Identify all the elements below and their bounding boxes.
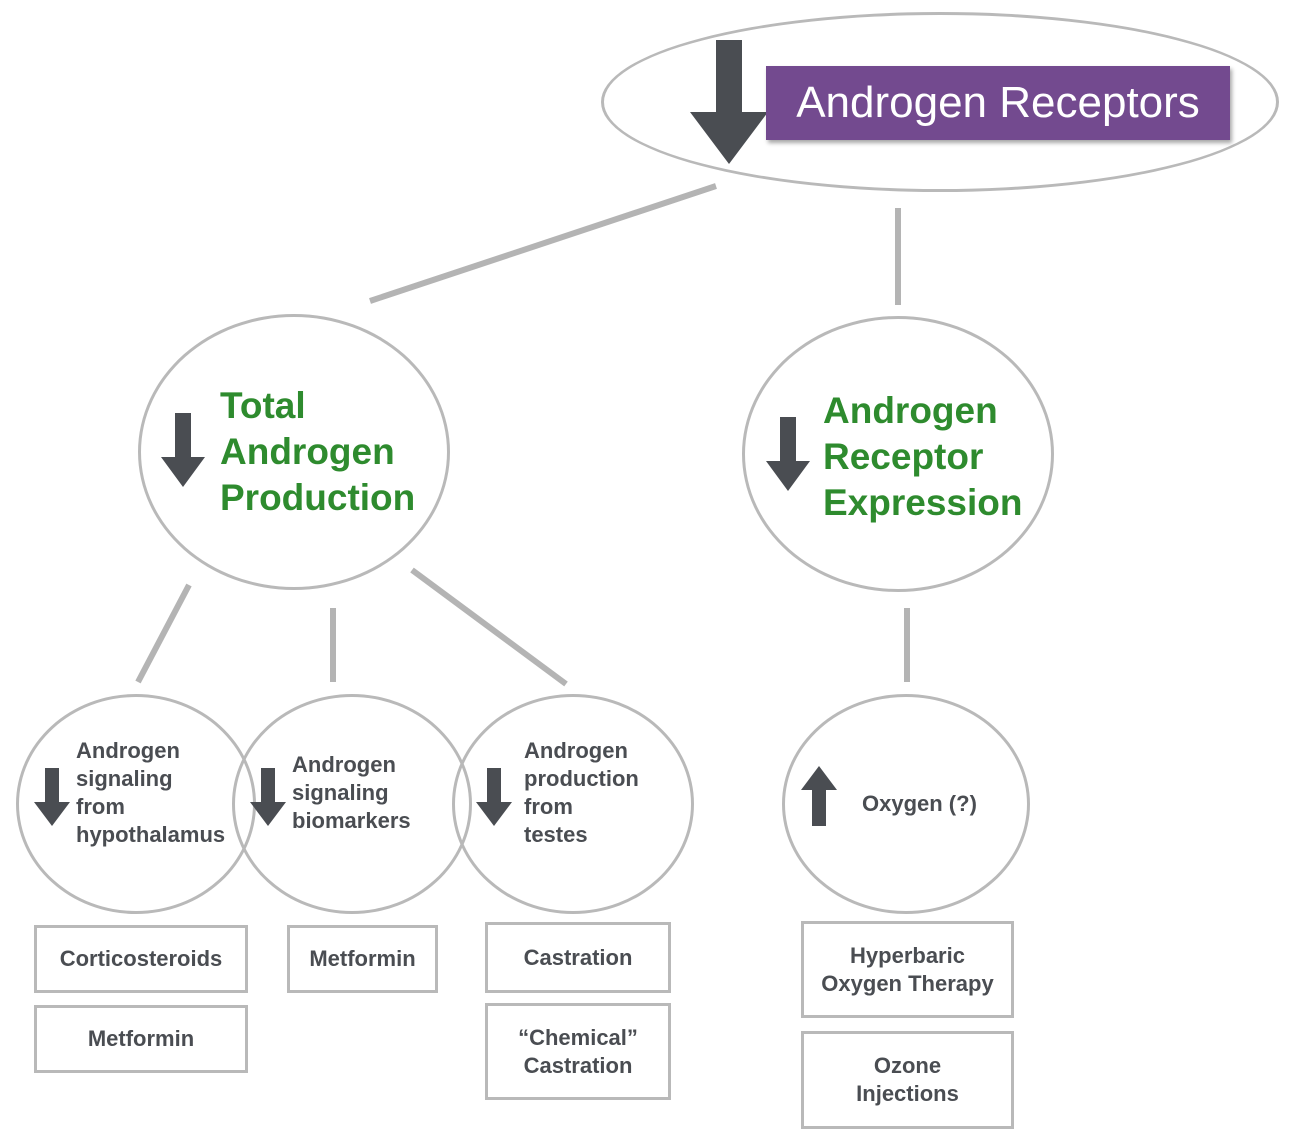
androgen-receptor-expression-node xyxy=(742,316,1054,592)
treatment-box-hyperbaric-oxygen: Hyperbaric Oxygen Therapy xyxy=(801,921,1014,1018)
down-arrow-icon xyxy=(766,417,810,491)
testes-production-label: Androgen production from testes xyxy=(524,738,639,847)
down-arrow-icon xyxy=(690,40,768,164)
connector-root-to-total xyxy=(369,183,717,304)
down-arrow-icon xyxy=(161,413,205,487)
hypothalamus-signaling-label: Androgen signaling from hypothalamus xyxy=(76,738,226,847)
root-title: Androgen Receptors xyxy=(766,66,1230,140)
total-androgen-production-node xyxy=(138,314,450,590)
treatment-box-chemical-castration: “Chemical” Castration xyxy=(485,1003,671,1100)
treatment-box-metformin: Metformin xyxy=(287,925,438,993)
treatment-box-ozone-injections: Ozone Injections xyxy=(801,1031,1014,1129)
down-arrow-icon xyxy=(34,768,70,826)
treatment-box-castration: Castration xyxy=(485,922,671,993)
oxygen-label: Oxygen (?) xyxy=(862,791,977,816)
androgen-receptor-expression-label: Androgen Receptor Expression xyxy=(823,390,1023,523)
down-arrow-icon xyxy=(250,768,286,826)
total-androgen-production-label: Total Androgen Production xyxy=(220,385,416,518)
testes-production-node xyxy=(452,694,694,914)
treatment-box-metformin: Metformin xyxy=(34,1005,248,1073)
down-arrow-icon xyxy=(476,768,512,826)
root-node xyxy=(601,12,1279,192)
treatment-box-corticosteroids: Corticosteroids xyxy=(34,925,248,993)
connector-total-to-hypothalamus xyxy=(135,583,192,684)
oxygen-node xyxy=(782,694,1030,914)
connector-total-to-testes xyxy=(410,567,568,687)
signaling-biomarkers-label: Androgen signaling biomarkers xyxy=(292,752,411,833)
up-arrow-icon xyxy=(801,766,837,826)
